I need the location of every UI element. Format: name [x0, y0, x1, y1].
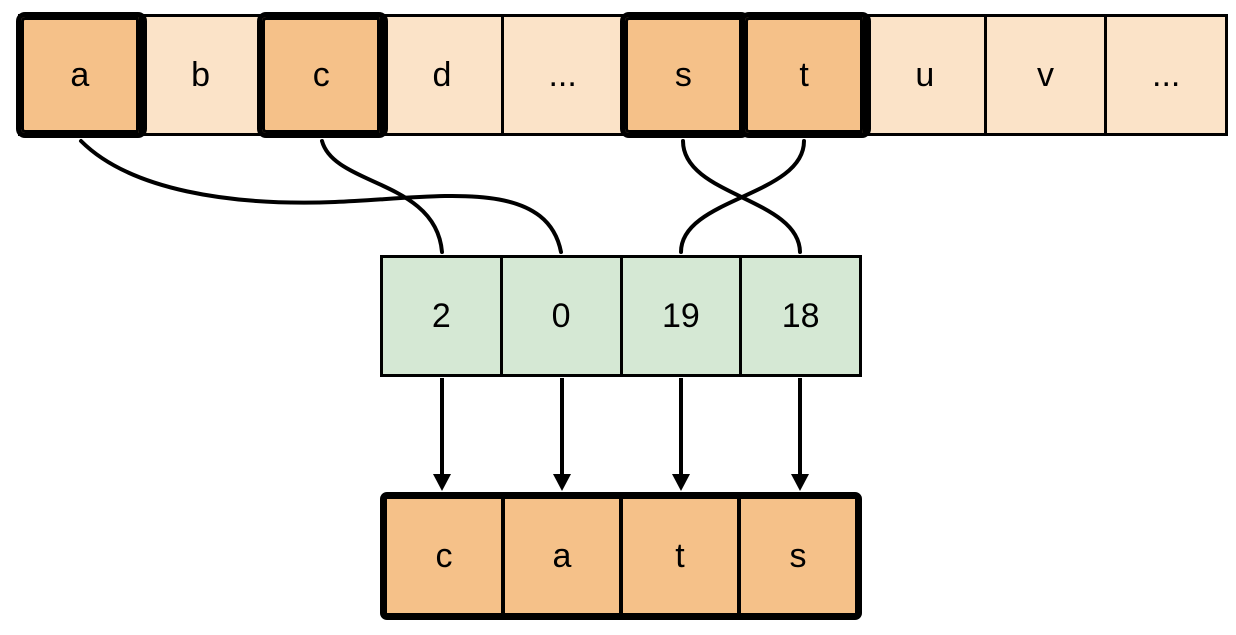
alphabet-cell-label: ...	[548, 55, 577, 94]
index-cell-0: 0	[503, 258, 623, 374]
alphabet-cell-b: b	[142, 17, 263, 133]
output-cell-a: a	[505, 499, 623, 613]
alphabet-cell-label: c	[312, 55, 330, 94]
output-cell-s: s	[741, 499, 855, 613]
alphabet-cell-c: c	[262, 17, 384, 133]
alphabet-cell-label: s	[674, 55, 692, 94]
mapping-curve-t-to-19	[679, 139, 806, 254]
output-cell-label: t	[675, 536, 685, 575]
alphabet-cell-label: t	[799, 55, 809, 94]
alphabet-row: a b c d ... s t u v ...	[18, 14, 1228, 136]
alphabet-cell-t: t	[745, 17, 866, 133]
index-cell-19: 19	[623, 258, 743, 374]
mapping-curve-c-to-2	[320, 139, 444, 254]
index-cell-2: 2	[383, 258, 503, 374]
output-cell-label: s	[789, 536, 807, 575]
output-cell-label: c	[435, 536, 453, 575]
alphabet-cell-label: d	[432, 55, 452, 94]
alphabet-cell-ellipsis-2: ...	[1107, 17, 1225, 133]
output-row: c a t s	[380, 492, 862, 620]
output-cell-t: t	[623, 499, 741, 613]
arrow-head-index-0-to-output-a	[553, 474, 571, 491]
alphabet-cell-label: b	[191, 55, 211, 94]
alphabet-cell-u: u	[866, 17, 987, 133]
output-cell-label: a	[552, 536, 572, 575]
alphabet-cell-ellipsis-1: ...	[504, 17, 625, 133]
index-row: 2 0 19 18	[380, 255, 862, 377]
mapping-curve-s-to-18	[681, 139, 802, 254]
alphabet-cell-label: v	[1036, 55, 1054, 94]
index-cell-18: 18	[742, 258, 859, 374]
alphabet-cell-v: v	[987, 17, 1108, 133]
alphabet-cell-label: a	[70, 55, 90, 94]
output-cell-c: c	[387, 499, 505, 613]
arrow-head-index-19-to-output-t	[672, 474, 690, 491]
index-cell-label: 18	[781, 296, 820, 335]
index-cell-label: 19	[661, 296, 700, 335]
alphabet-cell-label: ...	[1152, 55, 1181, 94]
index-cell-label: 2	[431, 296, 451, 335]
arrow-head-index-18-to-output-s	[791, 474, 809, 491]
arrow-head-index-2-to-output-c	[433, 474, 451, 491]
mapping-curve-a-to-0	[79, 139, 563, 254]
alphabet-cell-label: u	[915, 55, 935, 94]
index-cell-label: 0	[551, 296, 571, 335]
alphabet-cell-a: a	[21, 17, 142, 133]
alphabet-cell-s: s	[624, 17, 746, 133]
alphabet-cell-d: d	[383, 17, 504, 133]
